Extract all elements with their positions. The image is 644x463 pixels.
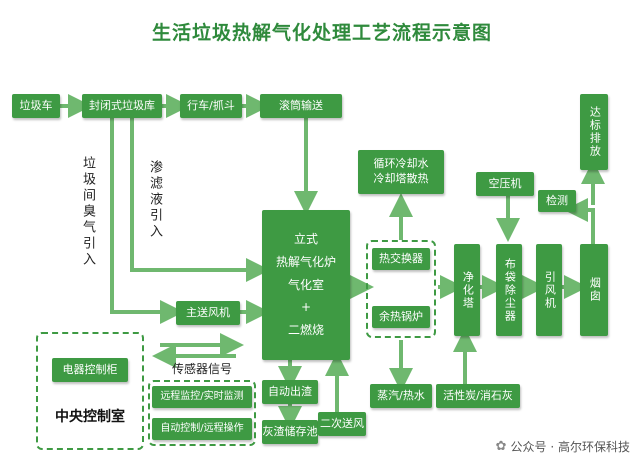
central-control-group — [36, 332, 144, 450]
cooling-water-box: 循环冷却水 冷却塔散热 — [358, 150, 444, 194]
discharge-box: 达标排放 — [580, 94, 608, 170]
ash-pool-box: 灰渣储存池 — [262, 420, 318, 444]
remote-monitor-box: 远程监控/实时监测 — [152, 386, 252, 408]
furnace-line-2: 热解气化炉 — [275, 254, 336, 269]
baghouse-box: 布袋除尘器 — [496, 244, 522, 336]
cooling-line-1: 循环冷却水 — [373, 157, 429, 171]
waste-heat-boiler-box: 余热锅炉 — [372, 306, 430, 328]
secondary-air-box: 二次送风 — [318, 412, 366, 436]
electrical-cabinet-box: 电器控制柜 — [52, 358, 128, 382]
air-compressor-box: 空压机 — [476, 172, 534, 196]
carbon-lime-box: 活性炭/消石灰 — [436, 384, 520, 408]
furnace-line-3: 气化室 — [287, 277, 324, 292]
purification-tower-box: 净化塔 — [454, 244, 480, 336]
main-fan-box: 主送风机 — [176, 301, 240, 325]
watermark: ✿ 公众号 · 高尔环保科技 — [496, 438, 630, 455]
arrow-chimney-to-detect — [564, 198, 595, 245]
sensor-signal-label: 传感器信号 — [172, 362, 233, 376]
induced-fan-box: 引风机 — [536, 244, 562, 336]
watermark-text: 公众号 · 高尔环保科技 — [510, 440, 630, 454]
chimney-box: 烟囱 — [580, 244, 608, 336]
leachate-intake-label: 渗滤液引入 — [147, 160, 162, 240]
wechat-icon: ✿ — [495, 439, 507, 454]
gasifier-furnace-box: 立式 热解气化炉 气化室 + 二燃烧 — [262, 210, 350, 360]
furnace-line-4: + — [300, 300, 312, 315]
arrow-odor-to-fan — [110, 118, 184, 324]
diagram-title: 生活垃圾热解气化处理工艺流程示意图 — [151, 22, 492, 44]
furnace-line-5: 二燃烧 — [287, 323, 324, 338]
cooling-line-2: 冷却塔散热 — [373, 172, 429, 185]
auto-control-box: 自动控制/远程操作 — [152, 418, 252, 440]
steam-hotwater-box: 蒸汽/热水 — [370, 384, 432, 408]
crane-grab-box: 行车/抓斗 — [180, 94, 242, 118]
furnace-line-1: 立式 — [293, 232, 318, 246]
drum-conveyor-box: 滚筒输送 — [260, 94, 342, 118]
detection-box: 检测 — [538, 190, 576, 212]
garbage-truck-box: 垃圾车 — [12, 94, 60, 118]
sealed-pit-box: 封闭式垃圾库 — [82, 94, 162, 118]
odor-intake-label: 垃圾间臭气引入 — [80, 156, 95, 268]
heat-exchanger-box: 热交换器 — [372, 248, 430, 270]
arrow-leachate-to-furnace — [130, 118, 270, 282]
remote-control-group — [148, 380, 256, 446]
heat-recovery-group — [366, 240, 436, 338]
auto-slag-box: 自动出渣 — [262, 380, 318, 404]
central-control-room-label: 中央控制室 — [55, 409, 125, 425]
